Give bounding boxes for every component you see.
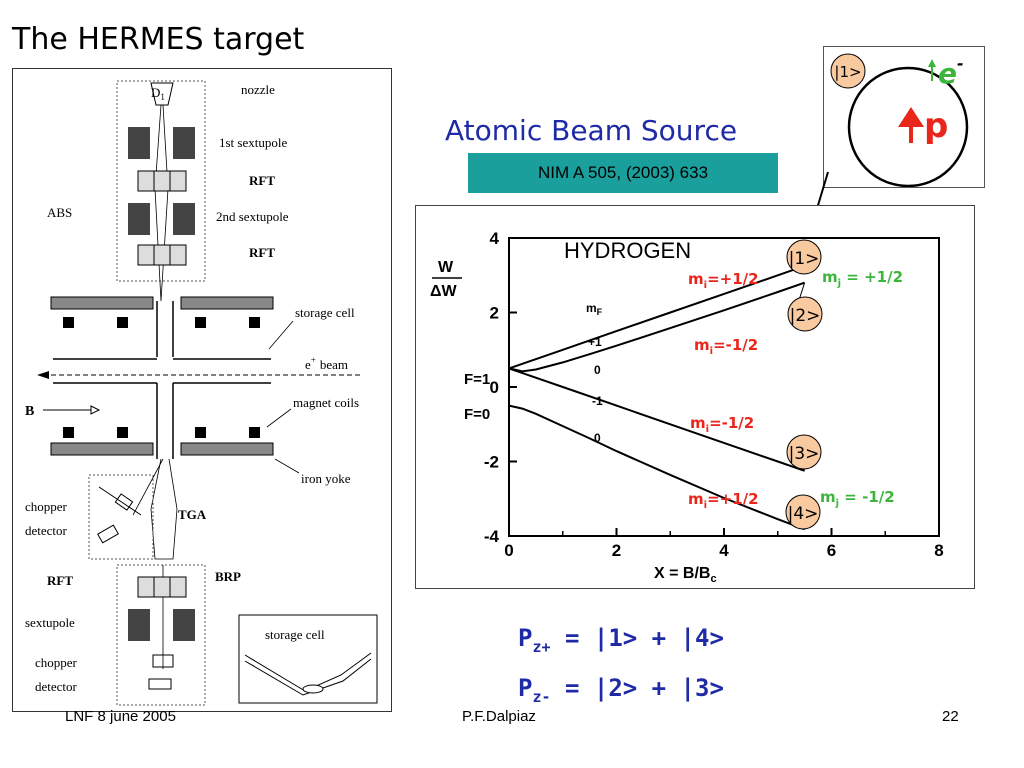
x-tick-label: 2	[612, 541, 621, 560]
brp-label: BRP	[215, 569, 241, 584]
d1-label: D1	[151, 85, 165, 102]
svg-text:|2>: |2>	[790, 306, 821, 326]
mf-label: mF	[586, 301, 603, 317]
mi-minus-annotation-lower: mi=-1/2	[690, 414, 754, 435]
proton-symbol: p	[924, 106, 948, 146]
y-tick-label: -2	[484, 453, 499, 472]
electron-spin-arrow	[928, 59, 936, 67]
chopper-label-2: chopper	[35, 655, 78, 670]
mf-zero-upper: 0	[594, 363, 601, 377]
tga-label: TGA	[178, 507, 207, 522]
x-tick-label: 4	[719, 541, 729, 560]
lower-yoke-left	[50, 442, 154, 456]
inset-storage-cell-label: storage cell	[265, 627, 325, 642]
lower-yoke-right	[180, 442, 274, 456]
svg-text:|1>: |1>	[789, 249, 820, 269]
mi-plus-annotation-lower: mi=+1/2	[688, 490, 759, 511]
state1-annotation: |1>	[786, 239, 822, 275]
energy-level-line-4	[508, 404, 805, 531]
brp-box	[116, 564, 206, 706]
atom-diagram: |1> e- p	[830, 53, 969, 188]
y-tick-label: 0	[490, 378, 499, 397]
mj-plus-annotation: mj = +1/2	[822, 268, 903, 289]
b-field-label: B	[25, 404, 34, 419]
beam-label: e+beam	[305, 355, 348, 372]
storage-cell-label: storage cell	[295, 305, 355, 320]
abs-heading: Atomic Beam Source	[445, 114, 738, 147]
y-label-numerator: W	[438, 259, 454, 276]
polarization-z-plus: Pz+ = |1> + |4>	[518, 624, 724, 656]
abs-label: ABS	[47, 205, 72, 220]
footer-author: P.F.Dalpiaz	[462, 708, 536, 725]
chopper-label-1: chopper	[25, 499, 68, 514]
mi-plus-annotation-upper: mi=+1/2	[688, 270, 759, 291]
hermes-target-diagram: D1 nozzle 1st sextupole RFT ABS 2nd sext…	[12, 68, 392, 712]
y-tick-label: 4	[490, 229, 500, 248]
mi-minus-annotation-upper: mi=-1/2	[694, 336, 758, 357]
x-tick-label: 8	[934, 541, 943, 560]
atom-inset: |1> e- p	[823, 46, 985, 188]
y-tick-label: -4	[484, 527, 500, 546]
sextupole2-left	[128, 203, 150, 235]
y-tick-label: 2	[490, 304, 499, 323]
abs-beam-path	[154, 104, 169, 302]
iron-yoke-label: iron yoke	[301, 471, 351, 486]
energy-level-line-2	[508, 281, 805, 373]
x-axis-label: X = B/Bc	[654, 565, 717, 585]
state4-annotation: |4>	[785, 494, 821, 530]
abs-box	[116, 80, 206, 282]
rft1-box	[137, 170, 187, 192]
d1-dissociator	[150, 82, 174, 106]
detector-label-2: detector	[35, 679, 78, 694]
slide-title: The HERMES target	[12, 22, 305, 57]
nozzle-label: nozzle	[241, 82, 275, 97]
mf-zero-lower: 0	[594, 431, 601, 445]
f0-label: F=0	[464, 406, 490, 423]
electron-symbol: e-	[938, 54, 964, 90]
svg-text:|4>: |4>	[788, 504, 819, 524]
sextupole1-right	[173, 127, 195, 159]
state3-annotation: |3>	[786, 434, 822, 470]
mj-minus-annotation: mj = -1/2	[820, 488, 895, 509]
x-tick-label: 0	[504, 541, 513, 560]
detector-label-1: detector	[25, 523, 68, 538]
upper-yoke-left	[50, 296, 154, 310]
energy-level-line-1	[508, 264, 805, 370]
target-schematic: D1 nozzle 1st sextupole RFT ABS 2nd sext…	[25, 80, 378, 706]
rft2-label: RFT	[249, 245, 275, 260]
atom-orbit	[847, 66, 969, 188]
sextupole1-label: 1st sextupole	[219, 135, 287, 150]
y-label-denominator: ΔW	[430, 283, 458, 300]
f1-label: F=1	[464, 371, 490, 388]
reference-box: NIM A 505, (2003) 633	[468, 153, 778, 193]
state2-annotation: |2>	[787, 296, 823, 332]
mf-plus-label: +1	[588, 335, 602, 349]
magnet-coils-label: magnet coils	[293, 395, 359, 410]
sextupole3-label: sextupole	[25, 615, 75, 630]
upper-yoke-right	[180, 296, 274, 310]
chopper-box	[88, 474, 154, 560]
chart-title: HYDROGEN	[564, 238, 691, 263]
svg-text:|3>: |3>	[789, 444, 820, 464]
rft1-label: RFT	[249, 173, 275, 188]
state1-badge	[830, 53, 866, 89]
x-tick-label: 6	[827, 541, 836, 560]
sextupole2-label: 2nd sextupole	[216, 209, 289, 224]
footer-date: LNF 8 june 2005	[65, 708, 176, 725]
footer-page-number: 22	[942, 708, 959, 725]
polarization-z-minus: Pz- = |2> + |3>	[518, 674, 724, 706]
rft2-box	[137, 244, 187, 266]
energy-level-line-3	[508, 367, 805, 472]
sextupole2-right	[173, 203, 195, 235]
proton-spin-arrow	[898, 107, 924, 127]
rft3-label: RFT	[47, 573, 73, 588]
sextupole1-left	[128, 127, 150, 159]
mf-minus-label: -1	[592, 394, 603, 408]
state1-text: |1>	[834, 63, 861, 81]
